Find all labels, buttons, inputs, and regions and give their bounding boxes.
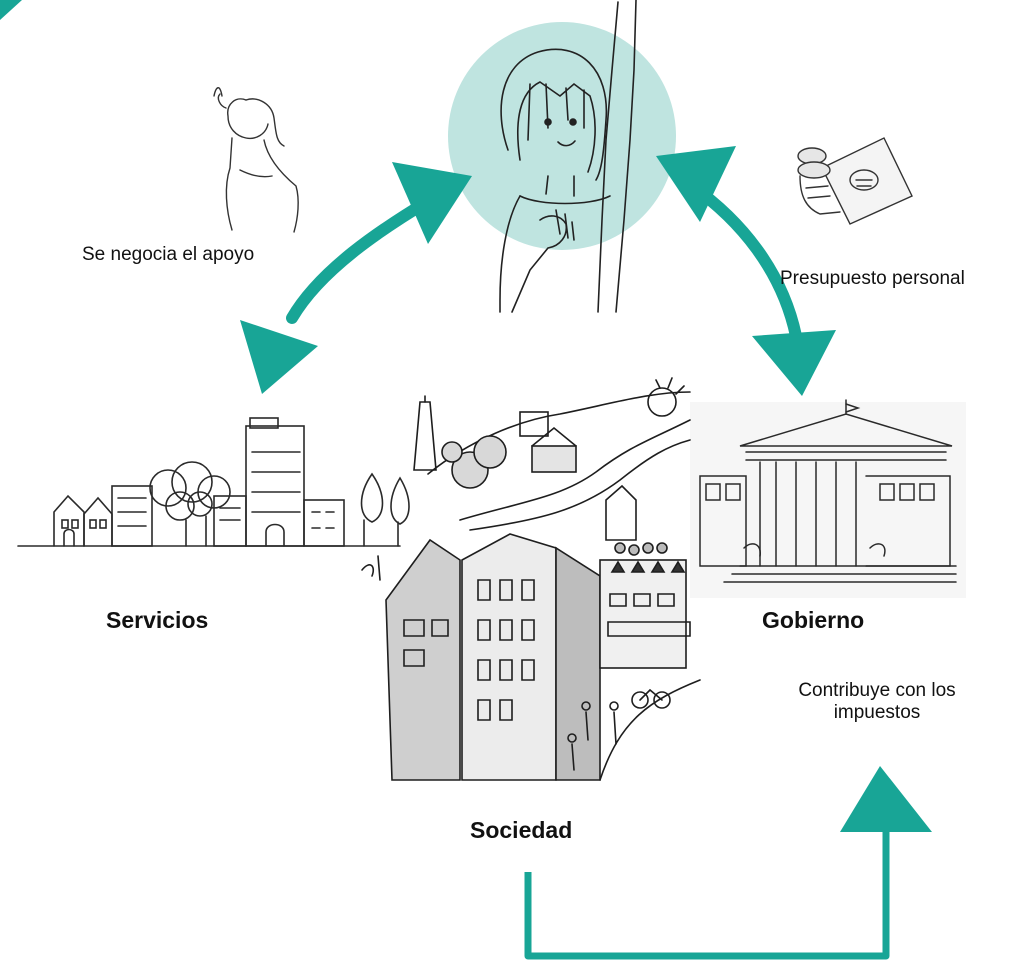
- label-gobierno: Gobierno: [762, 607, 865, 633]
- cityscape-icon: [17, 417, 410, 547]
- label-contribuye-line2: impuestos: [833, 702, 921, 723]
- label-presupuesto-personal: Presupuesto personal: [780, 268, 965, 289]
- arrow-impuestos: [524, 766, 932, 960]
- label-contribuye-impuestos: Contribuye con los impuestos: [772, 680, 982, 724]
- government-building-icon: [690, 399, 966, 598]
- corner-accent: [0, 0, 22, 20]
- label-sociedad: Sociedad: [470, 817, 573, 843]
- person-circle: [448, 22, 676, 250]
- label-contribuye-line1: Contribuye con los: [798, 680, 956, 701]
- woman-raising-hand-icon: [499, 0, 637, 313]
- hand-with-money-icon: [797, 137, 913, 225]
- label-servicios: Servicios: [106, 607, 209, 633]
- arrow-apoyo: [240, 162, 472, 394]
- person-with-headset-icon: [213, 87, 299, 233]
- label-se-negocia-el-apoyo: Se negocia el apoyo: [82, 244, 255, 265]
- arrow-presupuesto: [656, 146, 836, 396]
- town-illustration-icon: [361, 377, 701, 781]
